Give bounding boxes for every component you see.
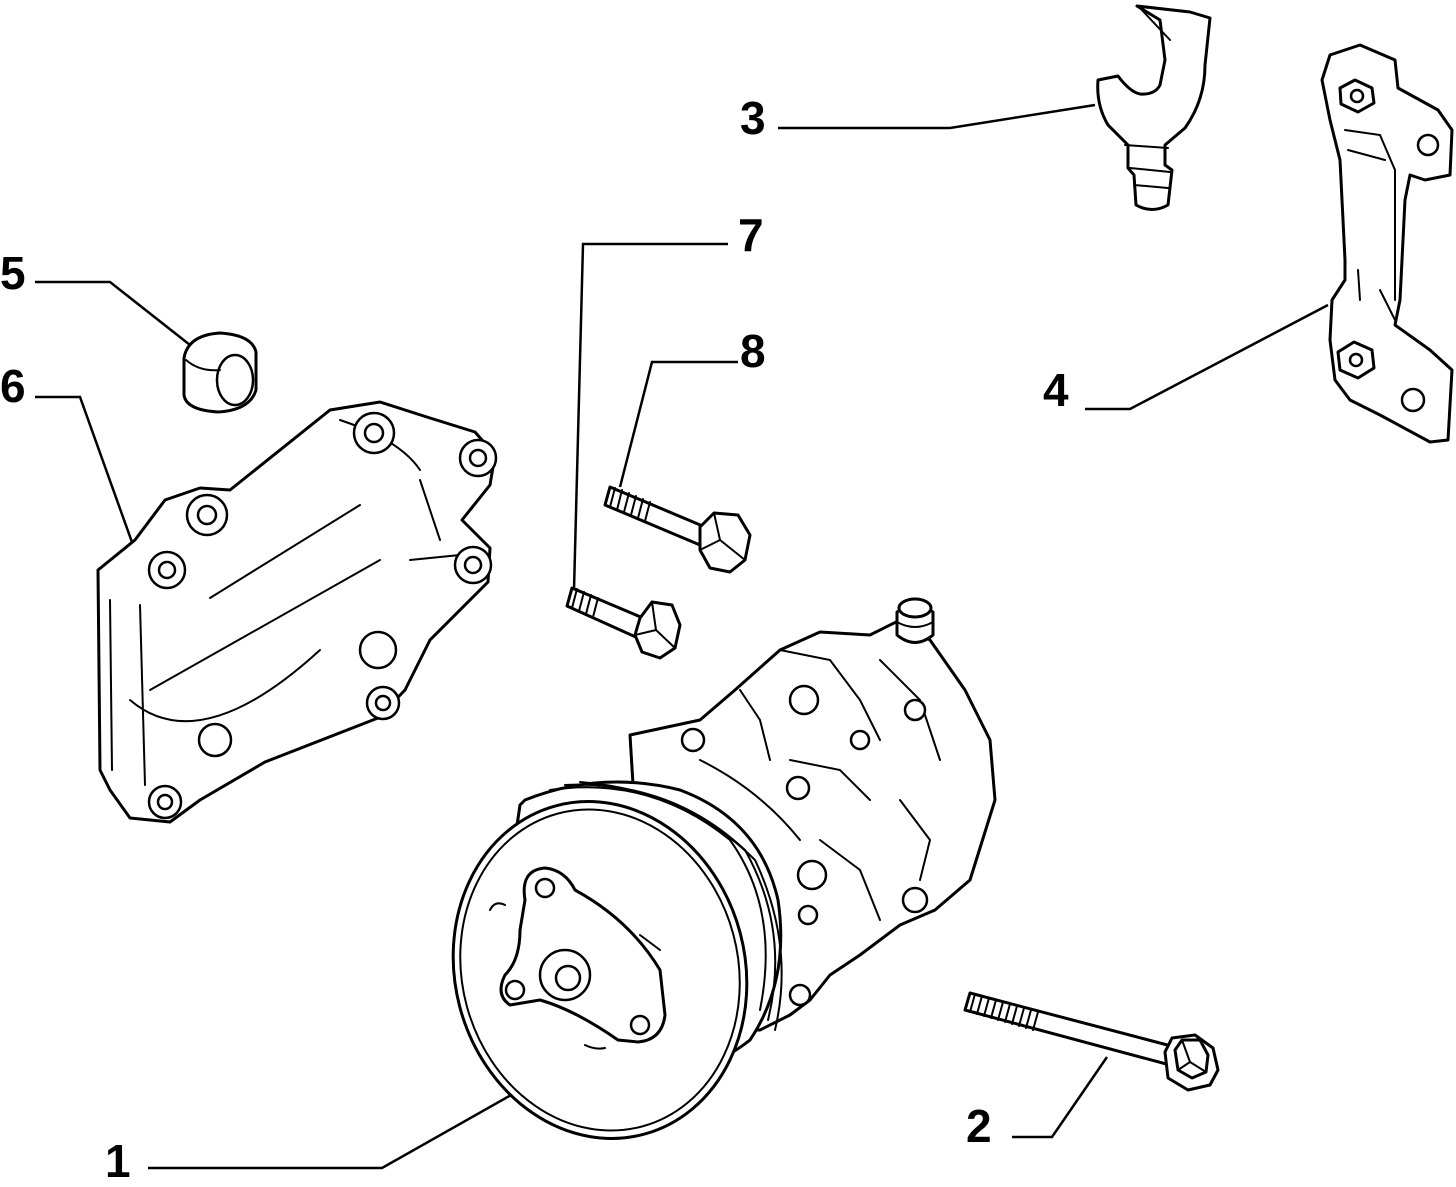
callout-7: 7 (738, 209, 764, 261)
callout-3: 3 (740, 92, 766, 144)
bolt-part-7 (565, 586, 682, 660)
leader-2 (1012, 1056, 1109, 1139)
hex-head-lower-icon (633, 600, 682, 660)
callout-4: 4 (1043, 364, 1069, 416)
leader-8 (618, 360, 738, 488)
hex-head-upper-icon (698, 511, 752, 574)
callout-8: 8 (740, 325, 766, 377)
leader-1 (148, 1075, 544, 1170)
leader-3 (778, 103, 1096, 130)
leader-lines (35, 103, 1329, 1170)
mounting-bracket-part-4 (1320, 43, 1454, 444)
leader-4 (1085, 303, 1329, 411)
long-bolt-part-2 (963, 991, 1220, 1092)
bolt-part-8 (603, 485, 752, 574)
callout-6: 6 (0, 360, 26, 412)
leader-5 (35, 280, 191, 346)
callout-5: 5 (0, 247, 26, 299)
bracket-plate-part-6 (96, 400, 498, 824)
leader-6 (35, 395, 135, 546)
callout-1: 1 (105, 1135, 131, 1187)
compressor-part-1 (451, 597, 997, 1140)
callout-2: 2 (966, 1100, 992, 1152)
leader-7 (572, 242, 728, 591)
clip-part-3 (1096, 4, 1212, 211)
bushing-part-5 (182, 331, 258, 414)
